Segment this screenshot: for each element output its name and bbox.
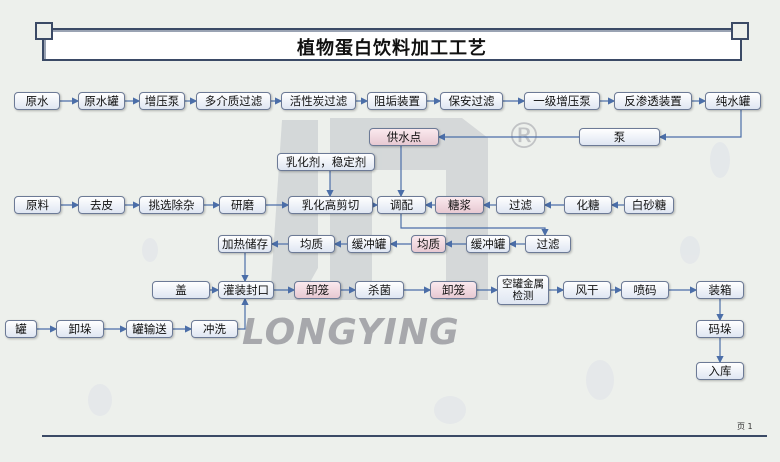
node-reverse-osmosis: 反渗透装置: [614, 92, 692, 110]
node-activated-carbon-filter: 活性炭过滤: [281, 92, 356, 110]
node-emulsifier-stabilizer: 乳化剂，稳定剂: [277, 153, 375, 171]
node-depalletize: 卸垛: [56, 320, 104, 338]
brand-watermark: LONGYING: [242, 312, 460, 353]
node-palletize: 码垛: [696, 320, 744, 338]
node-unload-cage-1: 卸笼: [294, 281, 341, 299]
node-can-conveying: 罐输送: [126, 320, 173, 338]
node-raw-water-tank: 原水罐: [78, 92, 125, 110]
node-antiscalant-unit: 阻垢装置: [367, 92, 427, 110]
node-high-shear-emulsify: 乳化高剪切: [288, 196, 373, 214]
node-can: 罐: [5, 320, 37, 338]
node-peeling: 去皮: [78, 196, 125, 214]
node-air-dry: 风干: [563, 281, 611, 299]
node-white-sugar: 白砂糖: [624, 196, 674, 214]
node-empty-can-metal-detect: 空罐金属检测: [497, 275, 549, 305]
node-grinding: 研磨: [219, 196, 266, 214]
node-sorting: 挑选除杂: [139, 196, 204, 214]
node-heat-storage: 加热储存: [218, 235, 272, 253]
node-warehousing: 入库: [696, 362, 744, 380]
node-primary-booster-pump: 一级增压泵: [524, 92, 600, 110]
node-inkjet-coding: 喷码: [621, 281, 669, 299]
node-buffer-tank-1: 缓冲罐: [466, 235, 510, 253]
footer-rule: [42, 435, 767, 437]
node-raw-water: 原水: [14, 92, 60, 110]
page-number: 页 1: [737, 422, 753, 431]
node-homogenize-2: 均质: [288, 235, 335, 253]
node-pump: 泵: [579, 128, 660, 146]
node-filter-2: 过滤: [525, 235, 571, 253]
node-raw-material: 原料: [14, 196, 61, 214]
node-pure-water-tank: 纯水罐: [705, 92, 761, 110]
node-booster-pump: 增压泵: [139, 92, 185, 110]
node-sterilize: 杀菌: [355, 281, 404, 299]
title-banner: 植物蛋白饮料加工工艺: [35, 22, 749, 61]
node-filter-syrup: 过滤: [496, 196, 545, 214]
node-syrup: 糖浆: [435, 196, 484, 214]
node-lid: 盖: [152, 281, 210, 299]
page-title: 植物蛋白饮料加工工艺: [297, 38, 487, 59]
node-homogenize-1: 均质: [411, 235, 446, 253]
node-buffer-tank-2: 缓冲罐: [347, 235, 391, 253]
node-rinse: 冲洗: [191, 320, 238, 338]
node-fill-seal: 灌装封口: [218, 281, 274, 299]
node-blending: 调配: [377, 196, 426, 214]
node-multimedia-filter: 多介质过滤: [196, 92, 271, 110]
node-sugar-dissolving: 化糖: [564, 196, 612, 214]
node-boxing: 装箱: [696, 281, 744, 299]
node-unload-cage-2: 卸笼: [430, 281, 477, 299]
node-water-supply-point: 供水点: [369, 128, 439, 146]
node-security-filter: 保安过滤: [440, 92, 503, 110]
